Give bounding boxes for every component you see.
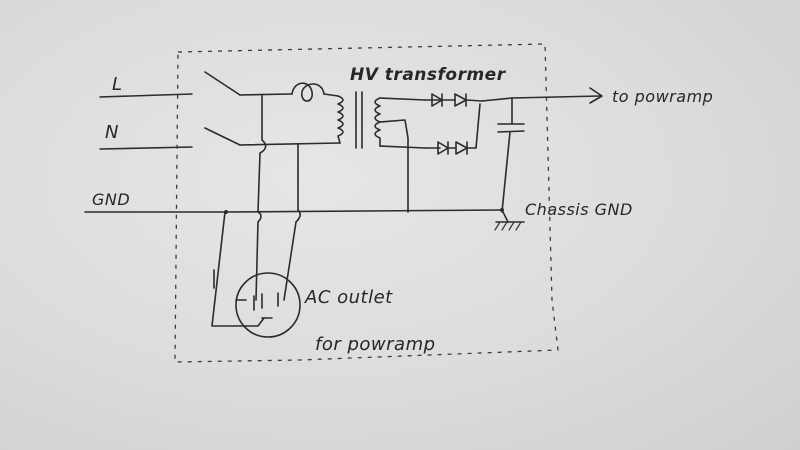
label-line: L: [112, 74, 123, 95]
outlet-tap-line: [255, 94, 267, 301]
label-neutral: N: [105, 122, 119, 143]
rectifier-join: [475, 103, 481, 149]
outlet-ground-wire: [211, 211, 265, 327]
enclosure-outline: [174, 43, 559, 363]
secondary-bottom-wire: [379, 145, 426, 149]
label-outlet-line1: AC outlet: [304, 287, 393, 308]
ac-outlet-symbol: [235, 272, 301, 338]
switched-line-wire: [239, 93, 293, 96]
chassis-ground-symbol: [494, 209, 525, 231]
outlet-tap-neutral: [283, 143, 301, 301]
label-ground: GND: [92, 190, 130, 209]
ground-bus: [224, 209, 503, 213]
label-outlet-line2: for powramp: [315, 334, 436, 355]
line-lead: [99, 93, 193, 98]
upper-diodes: [424, 93, 483, 107]
fuse-symbol: [291, 82, 325, 102]
switch-blade-l: [204, 71, 241, 96]
switch-blade-n: [204, 127, 241, 146]
primary-winding: [337, 95, 344, 144]
neutral-lead: [99, 146, 193, 150]
label-output: to powramp: [612, 87, 713, 106]
output-arrow: [589, 87, 603, 104]
center-tap: [379, 119, 409, 213]
label-chassis-ground: Chassis GND: [525, 200, 633, 219]
cap-lead-bottom: [501, 131, 511, 213]
label-transformer: HV transformer: [350, 65, 507, 85]
fuse-to-primary: [323, 93, 339, 97]
cap-plate-bottom: [497, 130, 525, 133]
switched-neutral-wire: [239, 142, 341, 146]
secondary-top-wire: [379, 97, 426, 101]
lower-diodes: [424, 141, 477, 155]
secondary-winding: [374, 97, 381, 147]
output-wire: [511, 95, 601, 99]
output-rail: [481, 97, 513, 102]
